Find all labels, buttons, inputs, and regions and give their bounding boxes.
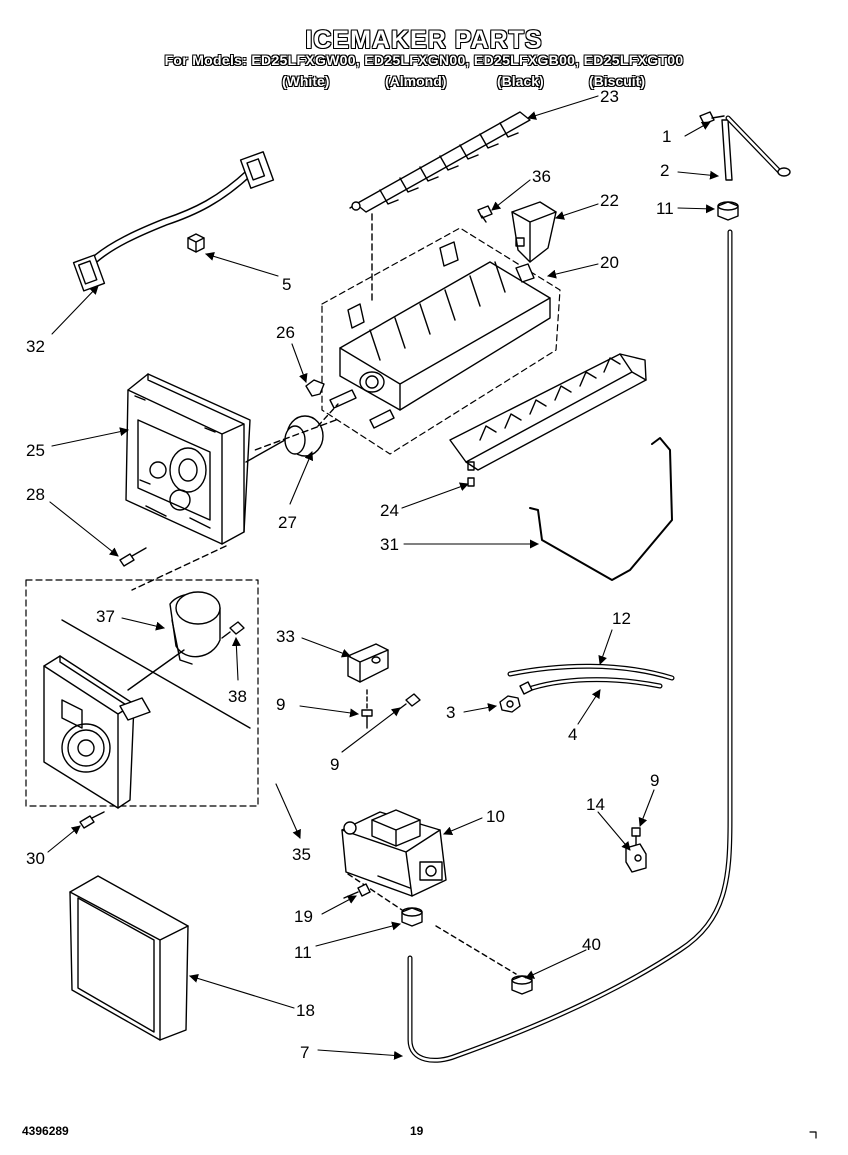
leader-lines: [47, 95, 719, 1060]
part-5-clip: [187, 233, 205, 253]
part-2-fill-tube-fitting: [721, 115, 791, 181]
part-40-nut: [435, 925, 533, 995]
part-3-nut: [499, 695, 521, 713]
part-24-stripper: [449, 353, 647, 487]
part-33-bracket: [347, 643, 389, 683]
callout-1: 1: [662, 127, 672, 146]
page-number: 19: [410, 1124, 424, 1138]
callout-11-lower: 11: [294, 943, 312, 962]
callout-30: 30: [26, 849, 45, 868]
part-9-screw-c: [631, 827, 641, 847]
callout-10: 10: [486, 807, 505, 826]
callout-36: 36: [532, 167, 551, 186]
part-10-water-valve: [341, 809, 447, 915]
callout-20: 20: [600, 253, 619, 272]
part-1-screw: [699, 111, 725, 125]
part-11-nut-upper: [717, 201, 739, 221]
part-4-tube: [519, 677, 663, 695]
callout-35: 35: [292, 845, 311, 864]
color-white: (White): [282, 73, 330, 89]
callout-32: 32: [26, 337, 45, 356]
part-number: 4396289: [22, 1124, 69, 1138]
callout-33: 33: [276, 627, 295, 646]
callout-2: 2: [660, 161, 670, 180]
callout-31: 31: [380, 535, 399, 554]
callout-12: 12: [612, 609, 631, 628]
part-20-mold: [321, 227, 561, 455]
part-38-screw: [221, 621, 245, 639]
part-9-screw-b: [397, 693, 421, 711]
part-30-screw: [79, 811, 105, 829]
callout-27: 27: [278, 513, 297, 532]
part-35-module: [43, 619, 251, 809]
part-28-screw: [119, 547, 147, 567]
callout-24: 24: [380, 501, 399, 520]
part-7-fill-tube: [407, 229, 733, 1063]
part-37-motor: [127, 591, 221, 691]
callout-22: 22: [600, 191, 619, 210]
color-biscuit: (Biscuit): [589, 73, 645, 89]
part-27-motor: [245, 403, 339, 463]
part-31-bail-arm: [529, 437, 673, 581]
part-12-tube: [507, 663, 675, 681]
callout-40: 40: [582, 935, 601, 954]
part-19-screw: [343, 883, 371, 899]
page-title: ICEMAKER PARTS: [305, 26, 543, 54]
callout-38: 38: [228, 687, 247, 706]
part-11-nut-lower: [401, 907, 423, 927]
callout-3: 3: [446, 703, 456, 722]
model-list: For Models: ED25LFXGW00, ED25LFXGN00, ED…: [164, 52, 684, 68]
callout-7: 7: [300, 1043, 310, 1062]
callout-26: 26: [276, 323, 295, 342]
callout-9-b: 9: [330, 755, 340, 774]
part-9-screw-a: [361, 689, 373, 729]
color-black: (Black): [497, 73, 544, 89]
callout-4: 4: [568, 725, 578, 744]
part-22-fill-cup: [511, 201, 557, 263]
callout-9-a: 9: [276, 695, 286, 714]
callout-37: 37: [96, 607, 115, 626]
callout-19: 19: [294, 907, 313, 926]
callout-25: 25: [26, 441, 45, 460]
callout-28: 28: [26, 485, 45, 504]
part-26-clip: [305, 379, 325, 397]
color-almond: (Almond): [385, 73, 447, 89]
part-18-cover: [69, 875, 189, 1041]
part-25-control-housing: [125, 373, 251, 545]
part-23-ejector: [349, 111, 531, 213]
callout-5: 5: [282, 275, 292, 294]
callout-23: 23: [600, 87, 619, 106]
part-14-clamp: [625, 843, 647, 873]
callout-11-upper: 11: [656, 199, 674, 218]
callout-18: 18: [296, 1001, 315, 1020]
callout-9-c: 9: [650, 771, 660, 790]
callout-14: 14: [586, 795, 605, 814]
part-32-wire-harness: [72, 151, 275, 292]
part-36-screw: [477, 205, 493, 223]
